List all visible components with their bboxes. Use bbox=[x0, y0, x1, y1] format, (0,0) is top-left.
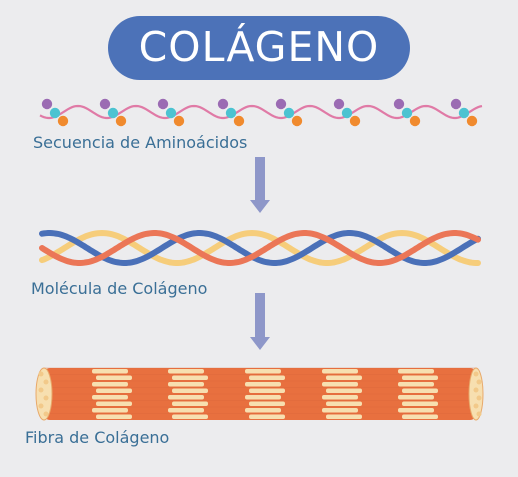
fiber-band bbox=[402, 401, 438, 406]
fiber-band bbox=[245, 395, 281, 400]
fibril-end bbox=[473, 371, 479, 377]
arrow-head bbox=[250, 200, 270, 213]
fiber-band bbox=[398, 408, 434, 413]
amino-bead-cyan bbox=[458, 107, 470, 119]
fiber-band bbox=[249, 401, 285, 406]
fiber-band bbox=[96, 388, 132, 393]
arrow-head bbox=[250, 337, 270, 350]
fiber-band bbox=[245, 408, 281, 413]
fibril-end bbox=[38, 387, 44, 393]
fibril-end bbox=[43, 395, 49, 401]
page-title: COLÁGENO bbox=[138, 23, 380, 71]
collagen-triple-helix bbox=[39, 229, 481, 266]
amino-bead-purple bbox=[41, 98, 53, 110]
fiber-band bbox=[168, 369, 204, 374]
fiber-band bbox=[96, 414, 132, 419]
fiber-band bbox=[326, 401, 362, 406]
amino-bead-purple bbox=[99, 98, 111, 110]
fiber-band bbox=[326, 414, 362, 419]
amino-bead-purple bbox=[333, 98, 345, 110]
fiber-band bbox=[322, 369, 358, 374]
fibril-end bbox=[473, 387, 479, 393]
amino-bead-cyan bbox=[107, 107, 119, 119]
amino-bead-orange bbox=[57, 115, 69, 127]
fibril-end bbox=[476, 395, 482, 401]
fiber-band bbox=[245, 369, 281, 374]
amino-bead-orange bbox=[115, 115, 127, 127]
fibril-end bbox=[473, 403, 479, 409]
fibril-end bbox=[476, 411, 482, 417]
amino-sequence-label: Secuencia de Aminoácidos bbox=[33, 133, 248, 152]
collagen-molecule-label: Molécula de Colágeno bbox=[31, 279, 208, 298]
fibril-end bbox=[43, 379, 49, 385]
amino-bead-cyan bbox=[401, 107, 413, 119]
amino-bead-cyan bbox=[341, 107, 353, 119]
fiber-band bbox=[322, 395, 358, 400]
amino-bead-purple bbox=[217, 98, 229, 110]
fiber-band bbox=[168, 382, 204, 387]
amino-bead-orange bbox=[233, 115, 245, 127]
amino-bead-orange bbox=[173, 115, 185, 127]
fiber-band bbox=[172, 375, 208, 380]
amino-bead-cyan bbox=[225, 107, 237, 119]
amino-bead-purple bbox=[450, 98, 462, 110]
amino-bead-cyan bbox=[283, 107, 295, 119]
collagen-fiber-label: Fibra de Colágeno bbox=[25, 428, 170, 447]
amino-bead-orange bbox=[291, 115, 303, 127]
fiber-band bbox=[168, 408, 204, 413]
fiber-band bbox=[322, 408, 358, 413]
fiber-band bbox=[402, 414, 438, 419]
fiber-band bbox=[402, 375, 438, 380]
fiber-band bbox=[92, 408, 128, 413]
title-banner bbox=[108, 16, 410, 80]
fibril-end bbox=[38, 371, 44, 377]
fiber-band bbox=[245, 382, 281, 387]
down-arrow-2 bbox=[250, 293, 270, 350]
fiber-band bbox=[96, 375, 132, 380]
amino-bead-cyan bbox=[49, 107, 61, 119]
amino-bead-purple bbox=[275, 98, 287, 110]
fiber-band bbox=[402, 388, 438, 393]
helix-strand-yellow bbox=[39, 229, 481, 266]
fiber-band bbox=[172, 401, 208, 406]
amino-bead-orange bbox=[349, 115, 361, 127]
fiber-band bbox=[249, 375, 285, 380]
fiber-band bbox=[92, 395, 128, 400]
fiber-band bbox=[322, 382, 358, 387]
fiber-band bbox=[249, 414, 285, 419]
arrow-shaft bbox=[255, 293, 265, 338]
collagen-fiber bbox=[35, 367, 484, 421]
amino-bead-orange bbox=[466, 115, 478, 127]
amino-bead-cyan bbox=[165, 107, 177, 119]
fiber-band bbox=[398, 369, 434, 374]
fiber-band bbox=[92, 382, 128, 387]
arrow-shaft bbox=[255, 157, 265, 201]
amino-bead-purple bbox=[393, 98, 405, 110]
helix-strand-red bbox=[39, 230, 481, 266]
fiber-end-left bbox=[35, 367, 53, 421]
fiber-band bbox=[249, 388, 285, 393]
fiber-band bbox=[168, 395, 204, 400]
amino-acid-chain bbox=[39, 98, 483, 127]
amino-bead-purple bbox=[157, 98, 169, 110]
fiber-band bbox=[92, 369, 128, 374]
fiber-band bbox=[172, 414, 208, 419]
fiber-band bbox=[326, 375, 362, 380]
fibril-end bbox=[38, 403, 44, 409]
fiber-band bbox=[398, 382, 434, 387]
fiber-band bbox=[326, 388, 362, 393]
fibril-end bbox=[43, 411, 49, 417]
fiber-band bbox=[172, 388, 208, 393]
fiber-band bbox=[96, 401, 132, 406]
fiber-band bbox=[398, 395, 434, 400]
fibril-end bbox=[476, 379, 482, 385]
down-arrow-1 bbox=[250, 157, 270, 213]
amino-bead-orange bbox=[409, 115, 421, 127]
